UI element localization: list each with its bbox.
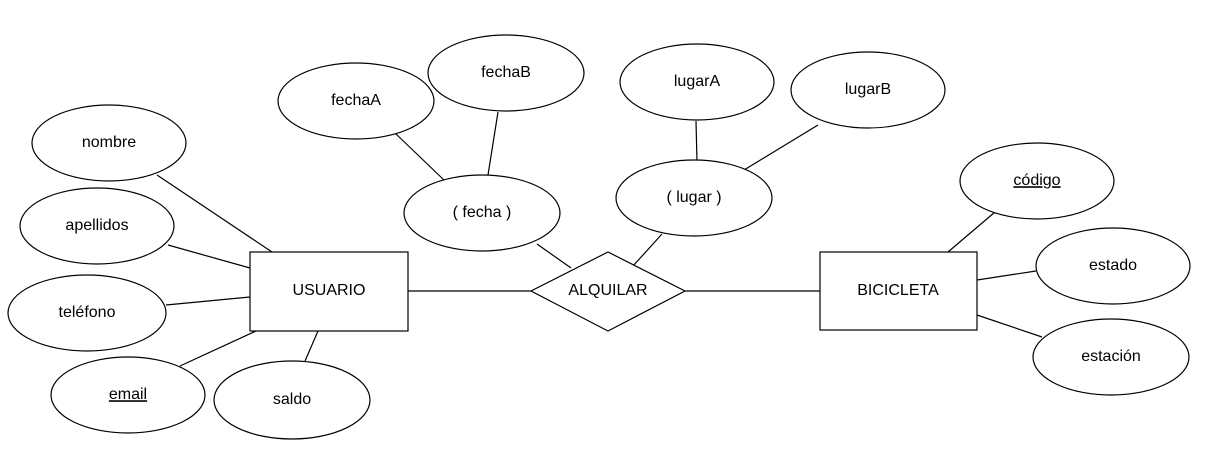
connectors	[156, 111, 1043, 367]
attribute-saldo-label: saldo	[273, 391, 311, 408]
attribute-fechaA: fechaA	[277, 62, 435, 140]
edge-email-usuario	[179, 330, 257, 367]
attribute-lugar: ( lugar )	[615, 159, 773, 237]
attribute-apellidos: apellidos	[19, 187, 175, 265]
edge-nombre-usuario	[156, 174, 273, 253]
attribute-fechaB: fechaB	[427, 34, 585, 112]
attribute-lugarB: lugarB	[790, 51, 946, 129]
attribute-nombre: nombre	[31, 104, 187, 182]
edge-lugarA-lugar	[695, 120, 698, 163]
attribute-lugar-label: ( lugar )	[666, 189, 721, 206]
edge-apellidos-usuario	[167, 244, 251, 269]
attribute-telefono: teléfono	[7, 274, 167, 352]
attribute-fechaA-label: fechaA	[331, 92, 381, 109]
entity-usuario-label: USUARIO	[293, 282, 366, 299]
attribute-lugarA: lugarA	[619, 43, 775, 121]
edge-estado-bicicleta	[976, 270, 1037, 281]
attribute-lugarB-label: lugarB	[845, 81, 891, 98]
edge-telefono-usuario	[165, 296, 251, 306]
attribute-nombre-label: nombre	[82, 134, 136, 151]
attribute-fechaB-label: fechaB	[481, 64, 531, 81]
attribute-saldo: saldo	[213, 360, 371, 440]
edge-lugar-alquilar	[632, 233, 663, 267]
attribute-codigo-label: código	[1013, 172, 1060, 189]
relationship-alquilar: ALQUILAR	[529, 251, 687, 332]
edge-fecha-alquilar	[536, 243, 572, 269]
attribute-estado: estado	[1035, 227, 1191, 305]
attribute-estacion-label: estación	[1081, 348, 1141, 365]
edge-estacion-bicicleta	[976, 314, 1043, 338]
attribute-email: email	[50, 356, 206, 434]
edge-codigo-bicicleta	[947, 211, 996, 253]
attribute-estacion: estación	[1032, 318, 1190, 396]
edge-saldo-usuario	[304, 330, 319, 362]
attribute-apellidos-label: apellidos	[65, 217, 128, 234]
attribute-fecha-label: ( fecha )	[453, 204, 512, 221]
attribute-codigo: código	[959, 142, 1115, 220]
attribute-email-label: email	[109, 386, 147, 403]
edge-fechaB-fecha	[487, 111, 499, 176]
attribute-telefono-label: teléfono	[59, 304, 116, 321]
edge-lugarB-lugar	[743, 124, 819, 171]
attribute-fecha: ( fecha )	[403, 174, 561, 252]
entity-usuario: USUARIO	[249, 251, 409, 332]
entity-bicicleta-label: BICICLETA	[857, 282, 939, 299]
attribute-estado-label: estado	[1089, 257, 1137, 274]
attribute-lugarA-label: lugarA	[674, 73, 721, 90]
relationship-alquilar-label: ALQUILAR	[568, 282, 647, 299]
entity-bicicleta: BICICLETA	[819, 251, 978, 331]
edge-fechaA-fecha	[394, 132, 446, 182]
